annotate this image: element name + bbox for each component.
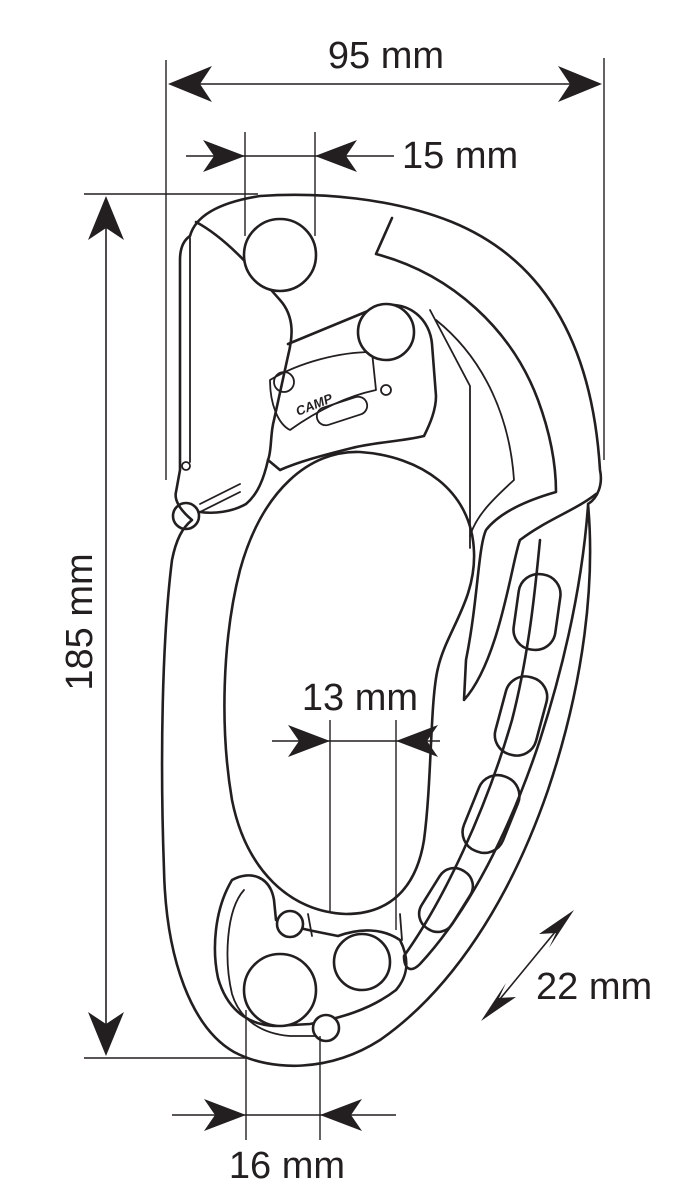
arrow-left-icon xyxy=(396,725,438,757)
cam-tiny-pin xyxy=(380,384,392,396)
oval-bottom-bar xyxy=(307,913,403,941)
dimension-width-total: 95 mm xyxy=(165,35,605,480)
dimension-top-hole: 15 mm xyxy=(186,132,518,236)
right-flank xyxy=(402,504,590,971)
main-oval-cutout xyxy=(223,450,476,916)
dim-line-diagonal xyxy=(494,925,561,1006)
dimension-inner-slot: 13 mm xyxy=(272,677,440,930)
slot-2 xyxy=(493,675,549,757)
slot-3 xyxy=(461,773,521,855)
top-roller xyxy=(242,217,318,293)
arrow-down-icon xyxy=(88,1012,124,1056)
slot-1 xyxy=(512,572,562,652)
dimension-height-total: 185 mm xyxy=(59,193,258,1059)
label-bottom-hole: 16 mm xyxy=(229,1145,345,1187)
dimension-bottom-hole: 16 mm xyxy=(172,1010,396,1187)
bottom-channel-inner xyxy=(226,889,321,1037)
arrow-right-icon xyxy=(288,725,330,757)
gate-bracket xyxy=(429,309,471,549)
arrow-diagonal-up-icon xyxy=(539,910,574,948)
bottom-pin xyxy=(311,1013,341,1043)
arrow-left-icon xyxy=(315,140,357,172)
arrow-right-icon xyxy=(203,140,245,172)
gate-arm xyxy=(374,216,598,702)
spine-notch xyxy=(181,461,191,471)
cam-small-pin xyxy=(273,371,295,393)
bottom-large-hole xyxy=(242,952,318,1028)
arrow-diagonal-down-icon xyxy=(481,983,516,1021)
slot-4 xyxy=(417,866,475,934)
arrow-up-icon xyxy=(88,196,124,240)
label-top-hole: 15 mm xyxy=(402,135,518,177)
bottom-small-hole xyxy=(275,909,305,939)
label-height-total: 185 mm xyxy=(59,553,101,690)
cam-roller xyxy=(356,302,416,362)
cam-slot xyxy=(315,395,369,427)
arrow-left-icon xyxy=(168,66,212,102)
hinge-pin xyxy=(171,501,201,531)
cam-plate xyxy=(266,303,438,472)
label-inner-slot: 13 mm xyxy=(302,677,418,719)
bottom-right-hole xyxy=(332,932,392,992)
arrow-right-icon xyxy=(558,66,602,102)
device-body: CAMP xyxy=(160,193,603,1068)
outer-outline xyxy=(160,193,603,1068)
hinge-spring xyxy=(199,483,241,513)
label-diagonal: 22 mm xyxy=(536,966,652,1008)
arrow-right-icon xyxy=(204,1099,246,1131)
dimension-diagonal: 22 mm xyxy=(481,910,652,1021)
logo-plate xyxy=(269,351,377,431)
label-width-total: 95 mm xyxy=(328,35,444,77)
arrow-left-icon xyxy=(320,1099,362,1131)
gate-inner-rail xyxy=(435,319,515,537)
